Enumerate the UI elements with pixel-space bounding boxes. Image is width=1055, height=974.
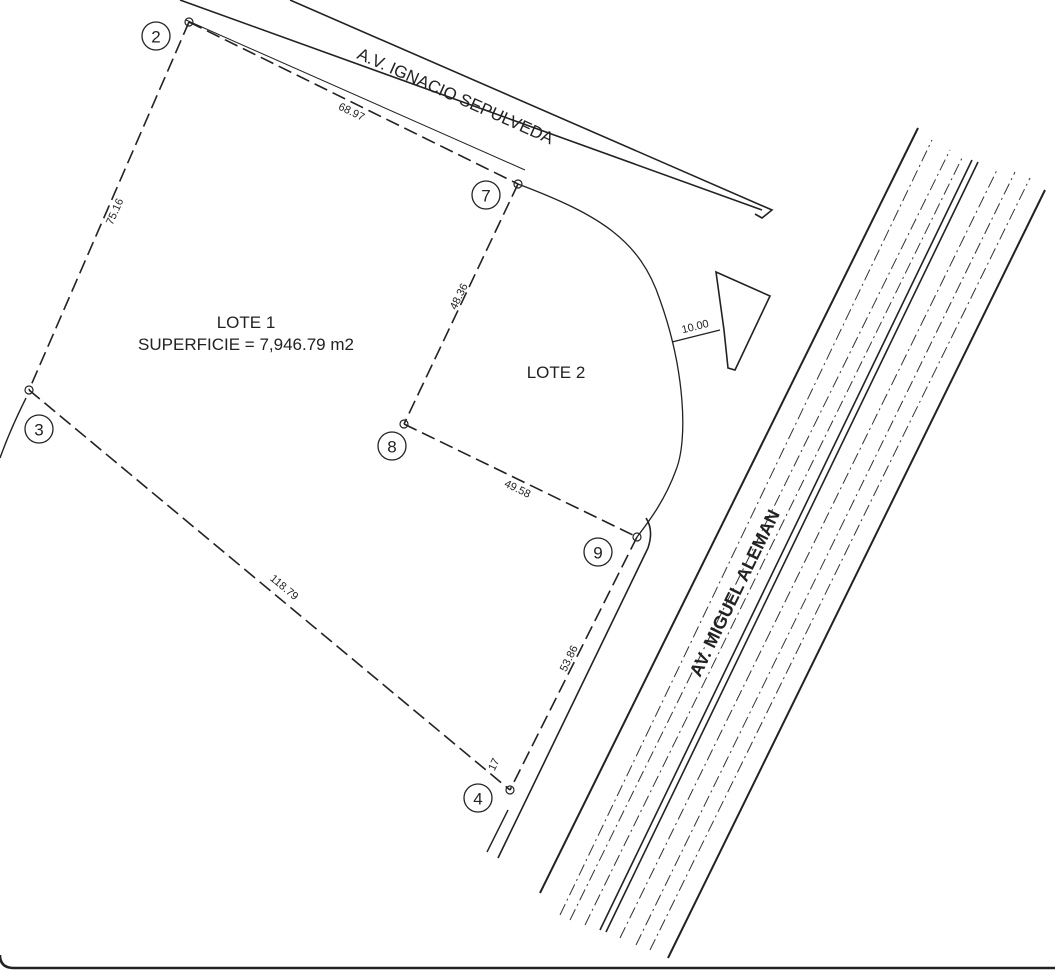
svg-text:8: 8: [387, 438, 396, 457]
point-label-4: 4: [463, 783, 493, 813]
point-label-2: 2: [141, 21, 171, 51]
left-curb: [0, 397, 27, 459]
dim-small: 17: [486, 757, 502, 773]
point-label-7: 7: [471, 180, 501, 210]
svg-text:4: 4: [473, 790, 482, 809]
dim-8-9: 49.58: [502, 478, 532, 501]
dim-corner: [671, 329, 721, 343]
road-miguel-aleman: [539, 127, 1046, 959]
point-label-8: 8: [377, 431, 407, 461]
lot1-area: SUPERFICIE = 7,946.79 m2: [138, 335, 354, 354]
dim-2-3: 75.16: [104, 197, 126, 227]
sidewalk-edges: [486, 517, 652, 859]
lot1-name: LOTE 1: [217, 313, 276, 332]
dim-9-4: 53.86: [558, 644, 581, 674]
dim-3-4: 118.79: [267, 573, 300, 603]
sheet-border: [0, 954, 1055, 970]
point-label-9: 9: [583, 537, 613, 567]
svg-text:7: 7: [481, 187, 490, 206]
vertex-markers: [24, 17, 642, 795]
svg-text:2: 2: [151, 28, 160, 47]
lot-boundaries: [28, 21, 638, 791]
road-ignacio-sepulveda: [179, 0, 774, 219]
street-name-ignacio-sepulveda: A.V. IGNACIO SEPULVEDA: [354, 44, 557, 148]
traffic-island: [715, 270, 772, 371]
svg-text:3: 3: [34, 421, 43, 440]
dim-7-8: 48.36: [448, 282, 471, 312]
lot2-name: LOTE 2: [527, 363, 586, 382]
svg-text:9: 9: [593, 544, 602, 563]
lot2-curve: [517, 183, 684, 538]
point-label-3: 3: [24, 414, 54, 444]
dim-2-7: 68.97: [336, 101, 366, 124]
